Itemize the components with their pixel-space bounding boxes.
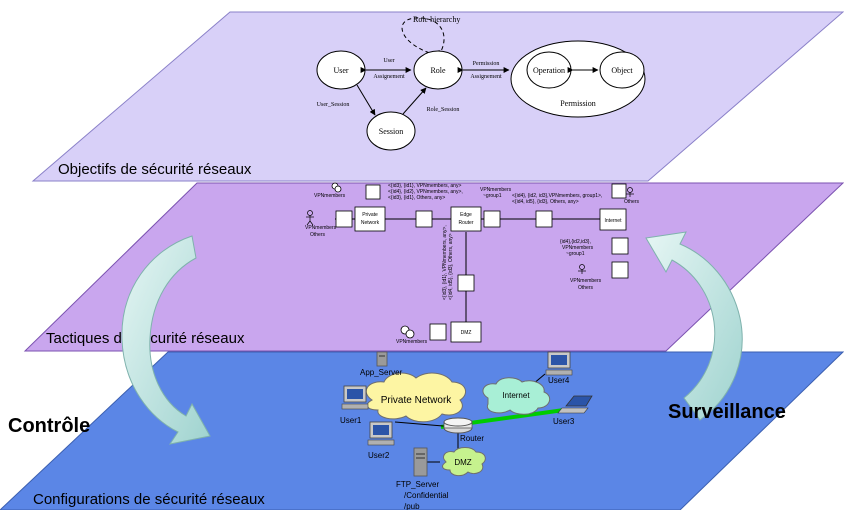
filter-box (335, 210, 353, 228)
rule-right-group: ~group1 (483, 193, 502, 199)
private-network-box (354, 206, 386, 232)
filter-box (483, 210, 501, 228)
router-label: Router (460, 434, 484, 443)
desktop-computer-icon (341, 385, 369, 410)
actor-label-vpnmembers: VPNmembers (305, 225, 337, 231)
permission-assignement-label-1: Permission (473, 61, 500, 67)
actor-label-vpnmembers: VPNmembers (396, 339, 428, 345)
ftp-server-label: FTP_Server (396, 480, 439, 489)
ftp-server-icon (413, 447, 428, 477)
ftp-dir-pub: /pub (404, 502, 420, 510)
user-actor-icon (578, 264, 586, 274)
filter-box (457, 274, 475, 292)
permission-label: Permission (560, 99, 596, 108)
actor-label-others: Others (624, 199, 640, 205)
user2-label: User2 (368, 451, 390, 460)
private-network-cloud-label: Private Network (381, 395, 453, 406)
object-node (599, 51, 645, 89)
edge-router-label-2: Router (458, 220, 473, 226)
actor-label-others: Others (578, 285, 594, 291)
filter-box (611, 183, 627, 199)
monitoring-label: Surveillance (668, 401, 786, 423)
bottom-layer-plane (0, 351, 844, 510)
private-network-label-2: Network (361, 220, 380, 226)
role-hierarchy-arrow (401, 17, 445, 57)
dmz-cloud-label: DMZ (454, 458, 471, 467)
control-label: Contrôle (8, 415, 90, 437)
filter-box (429, 323, 447, 341)
laptop-icon (557, 395, 593, 414)
rule-mid-group: ~group1 (566, 251, 585, 257)
user1-label: User1 (340, 416, 362, 425)
role-session-label: Role_Session (427, 107, 460, 113)
user-session-label: User_Session (317, 102, 350, 108)
top-layer-plane (31, 11, 844, 182)
filter-box (611, 237, 629, 255)
user-node-label: User (333, 66, 348, 75)
actor-label-vpnmembers: VPNmembers (314, 193, 346, 199)
rule-mid-vpnmembers: VPNmembers (562, 245, 594, 251)
desktop-computer-icon (367, 421, 395, 446)
app-server-label: App_Server (360, 368, 403, 377)
configuration-network: Private Network Internet DMZ Router App_… (340, 351, 593, 510)
actor-label-vpnmembers: VPNmembers (570, 278, 602, 284)
actor-label-others: Others (310, 232, 326, 238)
session-node-label: Session (379, 127, 403, 136)
tactics-network: Private Network Edge Router Internet DMZ… (305, 182, 640, 345)
app-server-icon (376, 351, 388, 367)
role-hierarchy-label: Role hierarchy (413, 15, 460, 24)
user-session-arrow (356, 84, 376, 116)
rule-top-1: <{id3}, {id1}, VPNmembers, any> (388, 183, 461, 189)
user-assignement-label-2: Assignement (373, 74, 405, 80)
permission-assignement-label-2: Assignement (470, 74, 502, 80)
bottom-layer-label: Configurations de sécurité réseaux (33, 491, 265, 508)
object-node-label: Object (611, 66, 633, 75)
rule-top-3: <{id3}, {id1}, Others, any> (388, 195, 445, 201)
internet-box-label: Internet (605, 218, 623, 224)
filter-box (365, 184, 381, 200)
users-group-icon (331, 182, 342, 193)
rbac-model: Role hierarchy User Role Session Operati… (316, 15, 646, 151)
rule-vertical-1: <{id3}, {id1}, VPNmembers, any>, (442, 225, 448, 300)
role-node-label: Role (430, 66, 446, 75)
filter-box (415, 210, 433, 228)
dmz-box (450, 321, 482, 343)
filter-box (535, 210, 553, 228)
users-group-icon (400, 325, 415, 339)
rule-right-1: <{id4}, {id2, id3},VPNmembers, group1>, (512, 193, 602, 199)
private-network-label-1: Private (362, 212, 378, 218)
filter-box (611, 261, 629, 279)
internet-cloud-label: Internet (502, 391, 530, 400)
dmz-box-label: DMZ (461, 330, 472, 336)
internet-cloud (482, 377, 551, 415)
user4-label: User4 (548, 376, 570, 385)
user-actor-icon (626, 187, 634, 197)
user-assignement-label-1: User (383, 58, 394, 64)
rule-right-vpnmembers: VPNmembers (480, 187, 512, 193)
ftp-dir-confidential: /Confidential (404, 491, 449, 500)
monitoring-cycle-arrow (645, 231, 743, 421)
edge-router-box (450, 206, 482, 232)
rule-vertical-2: <{id4, id5}, {id3}, Others, any> (448, 233, 454, 300)
dmz-cloud (442, 447, 486, 477)
middle-layer-plane (23, 182, 844, 352)
rule-right-2: <{id4, id5}, {id3}, Others, any> (512, 199, 579, 205)
role-session-arrow (402, 87, 427, 115)
top-layer-label: Objectifs de sécurité réseaux (58, 161, 252, 178)
user3-label: User3 (553, 417, 575, 426)
control-cycle-arrow (121, 235, 211, 445)
rule-top-2: <{id4}, {id2}, VPNmembers, any>, (388, 189, 463, 195)
router-icon (443, 417, 473, 434)
operation-node-label: Operation (533, 66, 565, 75)
desktop-computer-icon (545, 351, 573, 376)
session-node (366, 111, 416, 151)
user-actor-icon (306, 210, 314, 226)
rule-mid-1: {id4},{id2,id3}, (560, 239, 591, 245)
internet-box (599, 208, 627, 231)
edge-router-label-1: Edge (460, 212, 472, 218)
private-network-cloud (365, 372, 467, 423)
